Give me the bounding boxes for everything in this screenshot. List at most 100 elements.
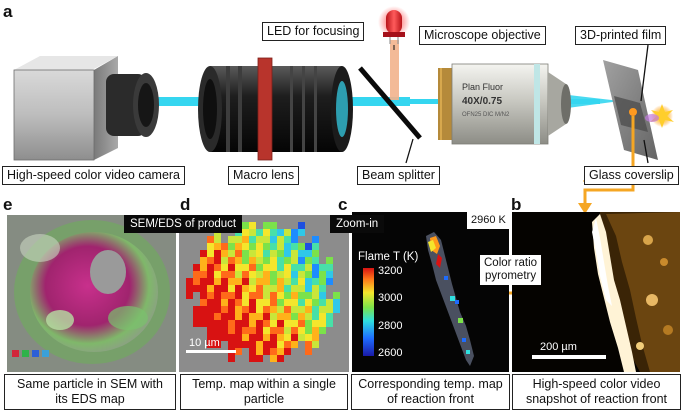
- temp-map-pixel: [284, 243, 291, 250]
- temp-map-pixel: [256, 299, 263, 306]
- temp-map-pixel: [270, 271, 277, 278]
- temp-map-pixel: [207, 341, 214, 348]
- colorbar-tick-2600: 2600: [378, 347, 403, 359]
- temp-map-pixel: [305, 285, 312, 292]
- temp-map-pixel: [214, 243, 221, 250]
- temp-map-pixel: [305, 264, 312, 271]
- temp-map-pixel: [277, 243, 284, 250]
- temp-map-pixel: [221, 306, 228, 313]
- temp-map-pixel: [228, 285, 235, 292]
- temp-map-pixel: [333, 306, 340, 313]
- temp-map-pixel: [305, 243, 312, 250]
- temp-map-pixel: [242, 257, 249, 264]
- temp-map-pixel: [228, 306, 235, 313]
- temp-map-pixel: [291, 243, 298, 250]
- temp-map-pixel: [319, 285, 326, 292]
- temp-map-pixel: [221, 271, 228, 278]
- temp-map-pixel: [242, 271, 249, 278]
- temp-map-pixel: [270, 334, 277, 341]
- temp-map-pixel: [242, 320, 249, 327]
- temp-map-pixel: [256, 285, 263, 292]
- temp-map-pixel: [256, 355, 263, 362]
- temp-map-pixel: [207, 264, 214, 271]
- temp-map-pixel: [242, 222, 249, 229]
- temp-map-pixel: [319, 264, 326, 271]
- temp-map-pixel: [319, 320, 326, 327]
- panel-letter-d: d: [180, 195, 191, 214]
- temp-map-pixel: [207, 327, 214, 334]
- temp-map-pixel: [200, 292, 207, 299]
- colorbar-tick-3000: 3000: [378, 292, 403, 304]
- temp-map-pixel: [312, 264, 319, 271]
- temp-map-pixel: [284, 250, 291, 257]
- temp-map-pixel: [312, 313, 319, 320]
- temp-map-pixel: [270, 264, 277, 271]
- temp-map-pixel: [228, 334, 235, 341]
- temp-map-pixel: [270, 250, 277, 257]
- scale-bar-b: [532, 355, 606, 359]
- temp-map-pixel: [228, 243, 235, 250]
- temp-map-pixel: [186, 278, 193, 285]
- temp-map-pixel: [291, 236, 298, 243]
- temp-map-pixel: [256, 264, 263, 271]
- temp-map-pixel: [326, 278, 333, 285]
- temp-map-pixel: [291, 264, 298, 271]
- temp-map-pixel: [298, 243, 305, 250]
- temp-map-pixel: [291, 250, 298, 257]
- temp-map-pixel: [186, 285, 193, 292]
- panel-letter-e: e: [3, 195, 13, 214]
- temp-map-pixel: [263, 250, 270, 257]
- temp-map-pixel: [235, 236, 242, 243]
- temp-map-pixel: [249, 327, 256, 334]
- temp-map-pixel: [214, 285, 221, 292]
- reaction-spark-icon: [645, 104, 674, 128]
- temp-map-pixel: [319, 278, 326, 285]
- temp-map-pixel: [214, 292, 221, 299]
- temp-map-pixel: [312, 320, 319, 327]
- temp-map-pixel: [284, 334, 291, 341]
- temp-map-pixel: [207, 250, 214, 257]
- temp-map-pixel: [326, 299, 333, 306]
- temp-map-pixel: [207, 292, 214, 299]
- label-macro-lens: Macro lens: [228, 166, 300, 185]
- temp-map-pixel: [263, 243, 270, 250]
- front-temp-map: [426, 232, 474, 366]
- temp-map-pixel: [277, 292, 284, 299]
- temp-map-pixel: [221, 334, 228, 341]
- temp-map-pixel: [263, 285, 270, 292]
- temp-map-pixel: [228, 313, 235, 320]
- temp-map-pixel: [312, 292, 319, 299]
- temp-map-pixel: [312, 285, 319, 292]
- temp-map-pixel: [277, 334, 284, 341]
- led-icon: [378, 6, 410, 44]
- temp-map-pixel: [270, 243, 277, 250]
- temp-map-pixel: [228, 278, 235, 285]
- temp-map-pixel: [235, 320, 242, 327]
- glass-coverslip-icon: [603, 60, 658, 160]
- temp-map-pixel: [256, 334, 263, 341]
- temp-map-pixel: [291, 278, 298, 285]
- temp-map-pixel: [263, 278, 270, 285]
- temp-map-pixel: [277, 257, 284, 264]
- temp-map-pixel: [249, 292, 256, 299]
- temp-map-pixel: [228, 355, 235, 362]
- temp-map-pixel: [291, 299, 298, 306]
- temp-map-pixel: [298, 222, 305, 229]
- temp-map-pixel: [214, 320, 221, 327]
- temp-map-pixel: [242, 236, 249, 243]
- temp-map-pixel: [228, 341, 235, 348]
- temp-map-pixel: [284, 278, 291, 285]
- temp-map-pixel: [193, 264, 200, 271]
- temp-map-pixel: [284, 320, 291, 327]
- temp-map-pixel: [291, 334, 298, 341]
- temp-map-pixel: [214, 257, 221, 264]
- caption-d-line1: Temp. map within a single: [192, 377, 336, 391]
- temp-map-pixel: [263, 299, 270, 306]
- temp-map-pixel: [221, 327, 228, 334]
- label-led: LED for focusing: [262, 22, 365, 41]
- tag-sem-eds: SEM/EDS of product: [124, 215, 243, 233]
- temp-map-pixel: [291, 327, 298, 334]
- temp-map-pixel: [312, 334, 319, 341]
- label-objective: Microscope objective: [419, 26, 546, 45]
- temp-map-pixel: [284, 327, 291, 334]
